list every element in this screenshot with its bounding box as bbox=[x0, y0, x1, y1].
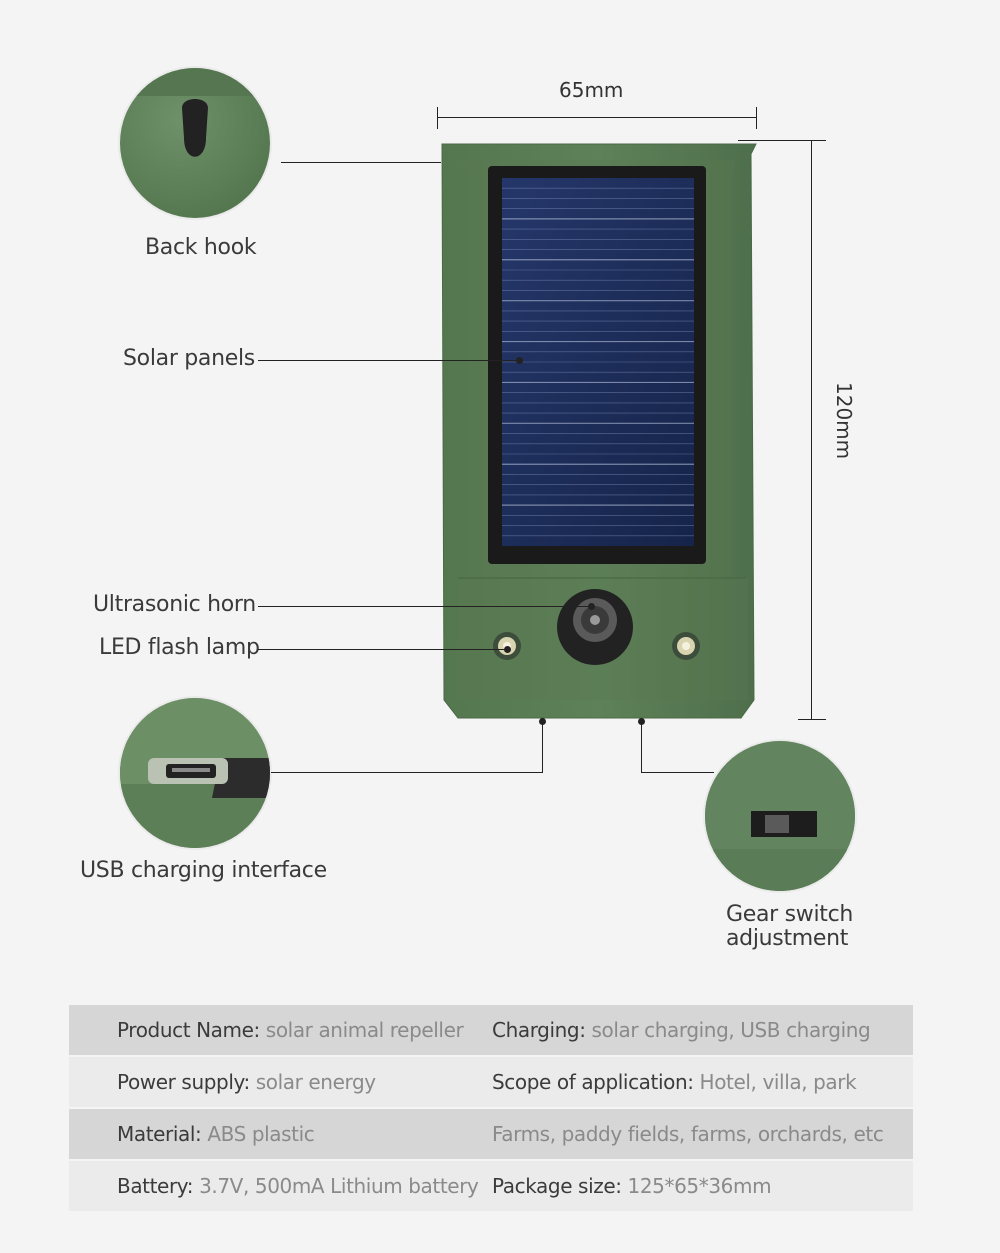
spec-value: Farms, paddy fields, farms, orchards, et… bbox=[492, 1122, 884, 1146]
spec-key: Product Name: bbox=[117, 1018, 260, 1042]
gear-switch-zoom bbox=[705, 741, 855, 891]
spec-table: Product Name: solar animal repeller Char… bbox=[69, 1005, 913, 1213]
usb-leader-horizontal bbox=[271, 772, 543, 773]
spec-row: Product Name: solar animal repeller Char… bbox=[69, 1005, 913, 1055]
spec-key: Package size: bbox=[492, 1174, 622, 1198]
gear-switch-leader-vertical bbox=[641, 722, 642, 773]
back-hook-leader bbox=[281, 162, 441, 163]
gear-switch-label-line1: Gear switch bbox=[726, 902, 854, 927]
height-dimension-line bbox=[811, 140, 812, 720]
spec-key: Material: bbox=[117, 1122, 202, 1146]
back-hook-zoom bbox=[120, 68, 270, 218]
solar-panels-leader bbox=[258, 360, 520, 361]
width-dimension-label: 65mm bbox=[559, 78, 624, 102]
height-dimension-tick-top bbox=[738, 140, 826, 141]
spec-value: Hotel, villa, park bbox=[693, 1070, 857, 1094]
width-dimension-tick-right bbox=[756, 107, 757, 129]
height-dimension-label: 120mm bbox=[832, 382, 856, 460]
usb-leader-vertical bbox=[542, 722, 543, 773]
back-hook-label: Back hook bbox=[145, 235, 257, 260]
width-dimension-line bbox=[437, 117, 757, 118]
solar-panels-label: Solar panels bbox=[123, 346, 255, 371]
spec-key: Battery: bbox=[117, 1174, 194, 1198]
height-dimension-tick-bottom bbox=[798, 719, 826, 720]
width-dimension-tick-left bbox=[437, 107, 438, 129]
ultrasonic-horn-label: Ultrasonic horn bbox=[93, 592, 256, 617]
spec-value: solar animal repeller bbox=[259, 1018, 464, 1042]
usb-port-zoom bbox=[120, 698, 270, 848]
usb-dot bbox=[539, 718, 546, 725]
ultrasonic-horn-leader bbox=[258, 606, 591, 607]
device-illustration bbox=[441, 143, 757, 719]
led-flash-lamp-dot bbox=[504, 646, 511, 653]
spec-key: Charging: bbox=[492, 1018, 586, 1042]
spec-value: 3.7V, 500mA Lithium battery bbox=[193, 1174, 479, 1198]
spec-key: Scope of application: bbox=[492, 1070, 694, 1094]
spec-value: ABS plastic bbox=[201, 1122, 315, 1146]
led-flash-lamp-label: LED flash lamp bbox=[99, 635, 260, 660]
spec-value: solar charging, USB charging bbox=[585, 1018, 871, 1042]
spec-row: Battery: 3.7V, 500mA Lithium battery Pac… bbox=[69, 1161, 913, 1211]
gear-switch-dot bbox=[638, 718, 645, 725]
ultrasonic-horn-dot bbox=[588, 603, 595, 610]
spec-key: Power supply: bbox=[117, 1070, 250, 1094]
spec-row: Material: ABS plastic Farms, paddy field… bbox=[69, 1109, 913, 1159]
led-flash-lamp-leader bbox=[258, 649, 508, 650]
spec-row: Power supply: solar energy Scope of appl… bbox=[69, 1057, 913, 1107]
spec-value: solar energy bbox=[249, 1070, 376, 1094]
solar-panels-dot bbox=[516, 357, 523, 364]
gear-switch-label-line2: adjustment bbox=[726, 926, 849, 951]
gear-switch-leader-horizontal bbox=[641, 772, 714, 773]
spec-value: 125*65*36mm bbox=[621, 1174, 772, 1198]
usb-charging-label: USB charging interface bbox=[80, 858, 327, 883]
